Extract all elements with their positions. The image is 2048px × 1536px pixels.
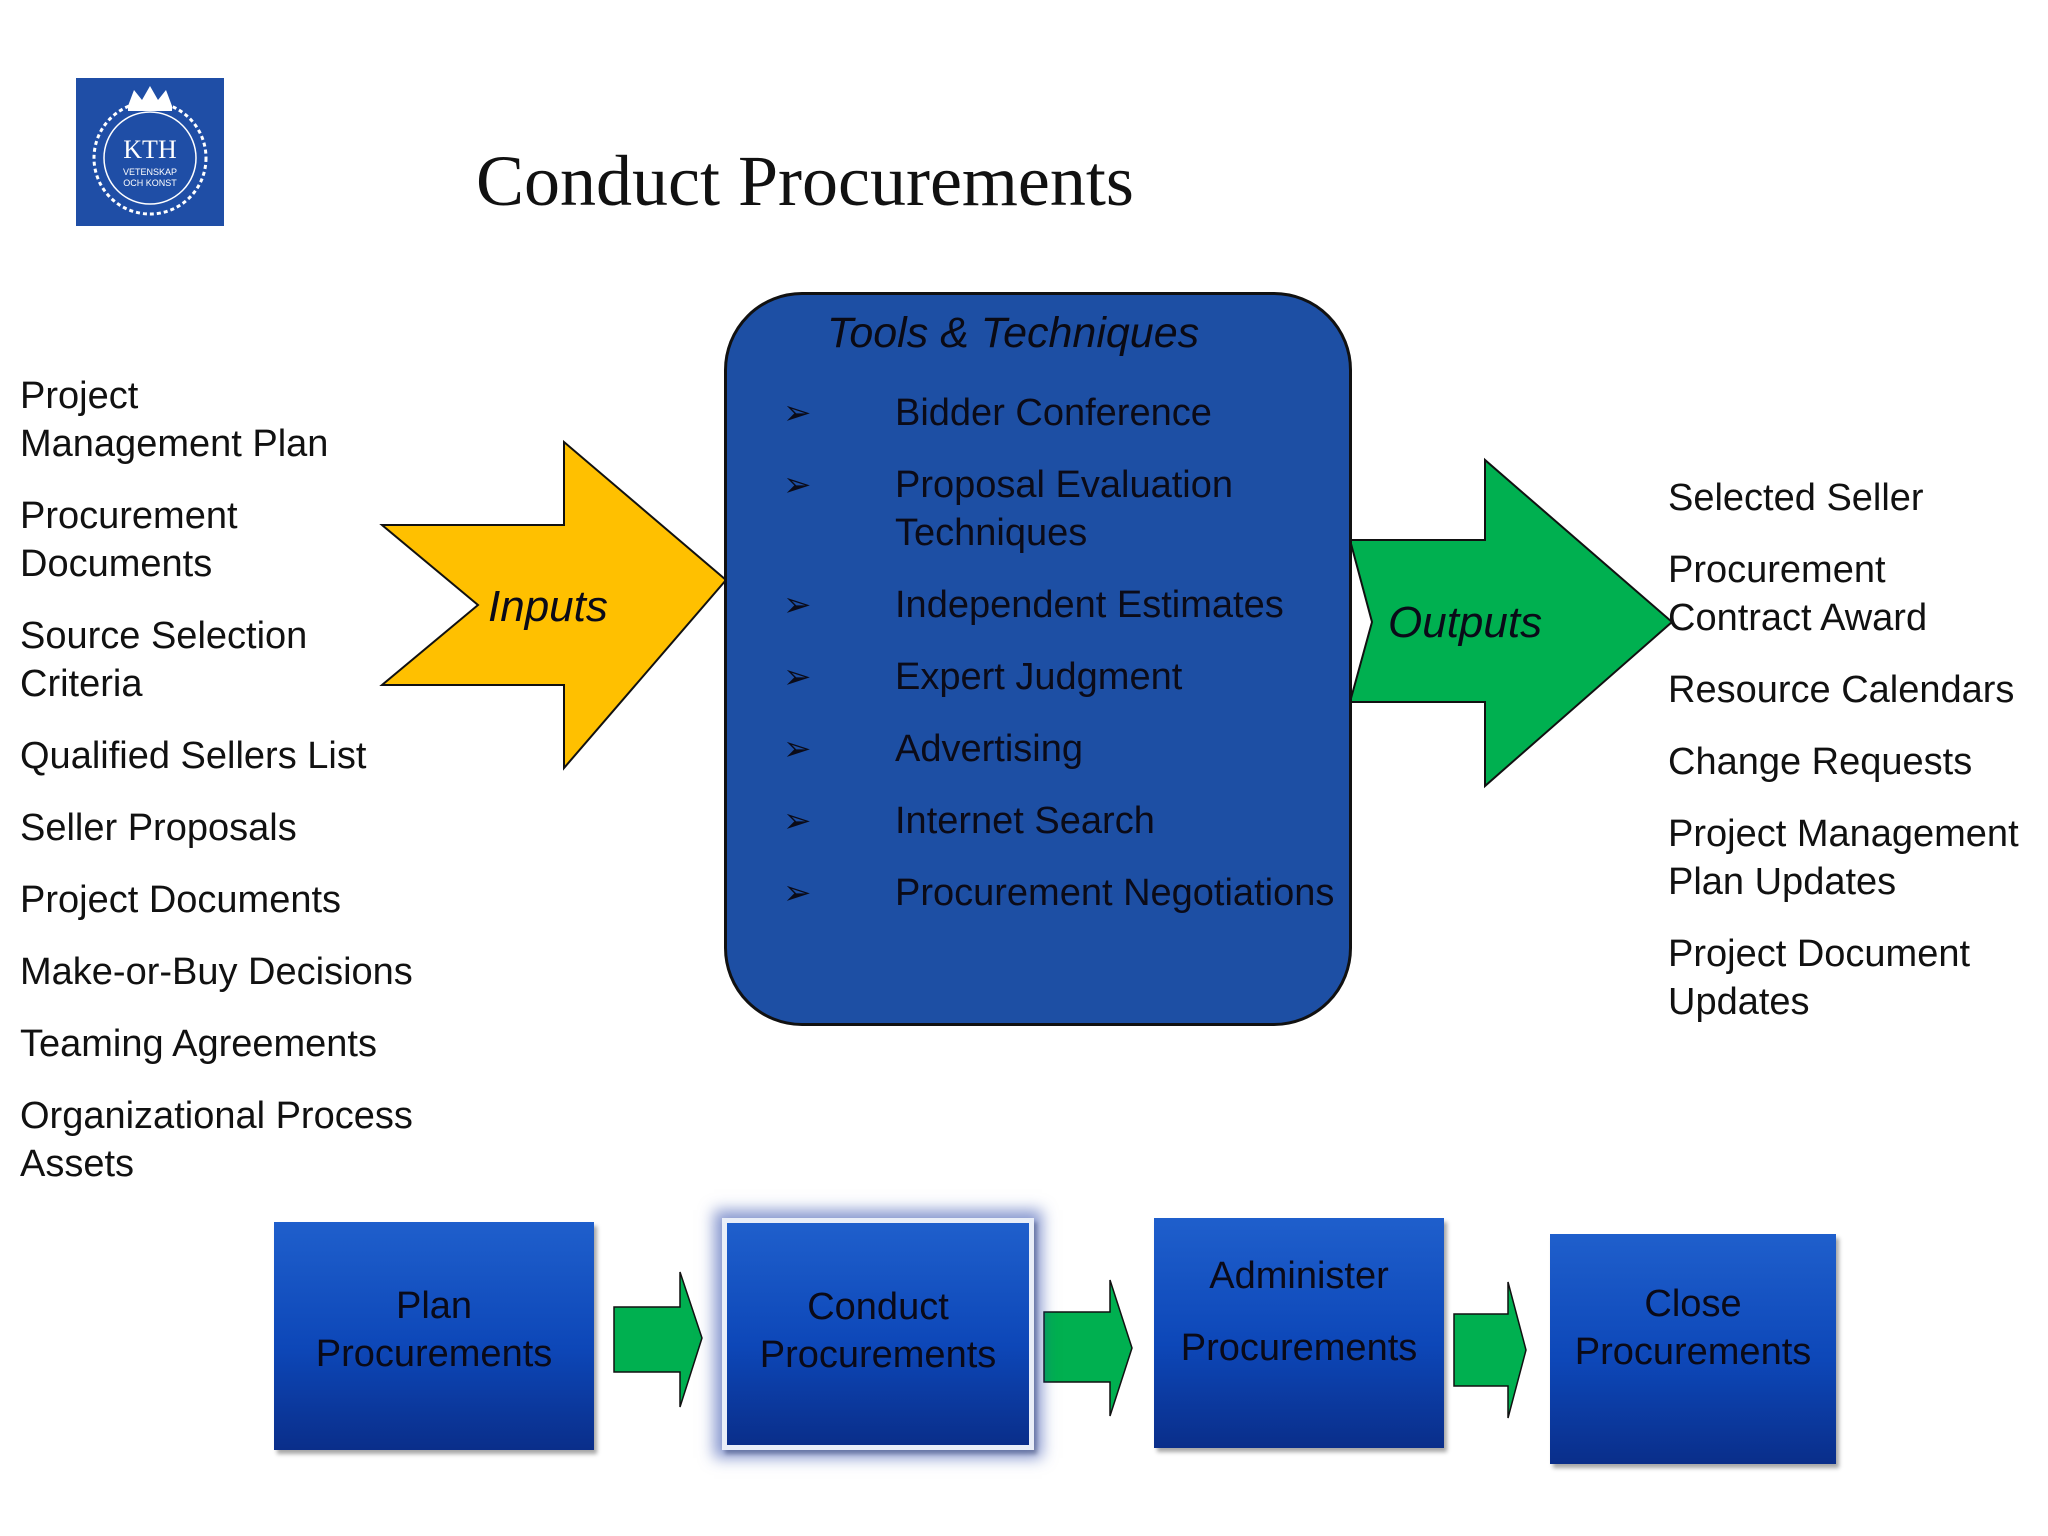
tool-item-label: Proposal Evaluation Techniques bbox=[895, 464, 1233, 554]
input-item: Project Documents bbox=[20, 879, 342, 921]
tool-item-label: Internet Search bbox=[895, 800, 1155, 842]
arrow-bullet-icon: ➢ bbox=[783, 730, 812, 768]
process-step-conduct-current: Conduct Procurements bbox=[722, 1218, 1034, 1450]
input-item: Source Selection Criteria bbox=[20, 615, 308, 705]
outputs-arrow bbox=[1348, 457, 1674, 789]
arrow-bullet-icon: ➢ bbox=[783, 394, 812, 432]
process-step-label: Conduct Procurements bbox=[759, 1286, 997, 1376]
process-step-administer: Administer Procurements bbox=[1154, 1218, 1444, 1448]
input-item: Project Management Plan bbox=[20, 375, 329, 465]
tool-item-label: Independent Estimates bbox=[895, 584, 1284, 626]
process-step-close: Close Procurements bbox=[1550, 1234, 1836, 1464]
tools-title: Tools & Techniques bbox=[827, 309, 1200, 357]
process-step-plan: Plan Procurements bbox=[274, 1222, 594, 1450]
input-item: Organizational Process Assets bbox=[20, 1095, 413, 1185]
output-item: Resource Calendars bbox=[1668, 669, 2015, 711]
tools-techniques-box: Tools & Techniques ➢ Bidder Conference ➢… bbox=[724, 292, 1352, 1026]
arrow-bullet-icon: ➢ bbox=[783, 658, 812, 696]
process-step-label: Plan Procurements bbox=[315, 1285, 553, 1375]
logo-text: KTH bbox=[123, 135, 177, 164]
outputs-label: Outputs bbox=[1388, 598, 1543, 647]
tool-item-label: Advertising bbox=[895, 728, 1083, 770]
input-item: Qualified Sellers List bbox=[20, 735, 367, 777]
arrow-bullet-icon: ➢ bbox=[783, 586, 812, 624]
input-item: Procurement Documents bbox=[20, 495, 238, 585]
process-step-label: Close Procurements bbox=[1574, 1283, 1812, 1373]
arrow-bullet-icon: ➢ bbox=[783, 874, 812, 912]
output-item: Selected Seller bbox=[1668, 477, 1924, 519]
process-step-label: Administer Procurements bbox=[1180, 1255, 1418, 1369]
output-item: Project Document Updates bbox=[1668, 933, 1971, 1023]
kth-logo: KTH VETENSKAP OCH KONST bbox=[76, 78, 224, 226]
page-title: Conduct Procurements bbox=[476, 141, 1134, 221]
input-item: Teaming Agreements bbox=[20, 1023, 377, 1065]
inputs-arrow bbox=[379, 439, 728, 771]
arrow-bullet-icon: ➢ bbox=[783, 802, 812, 840]
connector-arrow-2 bbox=[1043, 1279, 1133, 1417]
tool-item-label: Procurement Negotiations bbox=[895, 872, 1335, 914]
output-item: Procurement Contract Award bbox=[1668, 549, 1928, 639]
output-item: Change Requests bbox=[1668, 741, 1973, 783]
connector-arrow-3 bbox=[1453, 1281, 1527, 1419]
input-item: Seller Proposals bbox=[20, 807, 297, 849]
output-item: Project Management Plan Updates bbox=[1668, 813, 2019, 903]
logo-subtext-2: OCH KONST bbox=[123, 178, 177, 188]
inputs-label: Inputs bbox=[488, 582, 608, 631]
crown-wreath-icon: KTH VETENSKAP OCH KONST bbox=[92, 86, 208, 216]
connector-arrow-1 bbox=[613, 1271, 703, 1408]
input-item: Make-or-Buy Decisions bbox=[20, 951, 413, 993]
tool-item-label: Bidder Conference bbox=[895, 392, 1212, 434]
tool-item-label: Expert Judgment bbox=[895, 656, 1183, 698]
arrow-bullet-icon: ➢ bbox=[783, 466, 812, 504]
logo-subtext-1: VETENSKAP bbox=[123, 167, 177, 177]
